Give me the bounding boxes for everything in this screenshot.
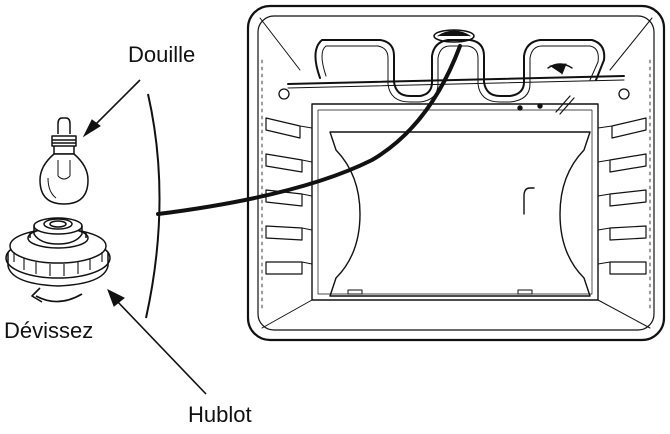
oven-back-wall xyxy=(311,103,599,301)
douille-arrow xyxy=(82,79,141,138)
oven-lamp-housing xyxy=(433,29,475,43)
right-rack-rails xyxy=(597,117,647,275)
label-devissez: Dévissez xyxy=(4,318,94,343)
oven-outer-frame xyxy=(246,4,666,342)
rotate-arrow-icon xyxy=(31,287,83,303)
label-douille: Douille xyxy=(128,42,196,67)
light-bulb-icon xyxy=(39,117,89,205)
left-rack-rails xyxy=(265,117,313,275)
back-panel xyxy=(329,131,591,297)
oven-cavity-icon xyxy=(246,4,666,342)
hublot-arrow xyxy=(107,288,207,395)
oven-inner-frame xyxy=(257,15,655,331)
separator-arc xyxy=(145,93,161,319)
lamp-cover-icon xyxy=(5,217,111,287)
lamp-leader-line xyxy=(156,44,462,216)
label-hublot: Hublot xyxy=(188,402,252,427)
